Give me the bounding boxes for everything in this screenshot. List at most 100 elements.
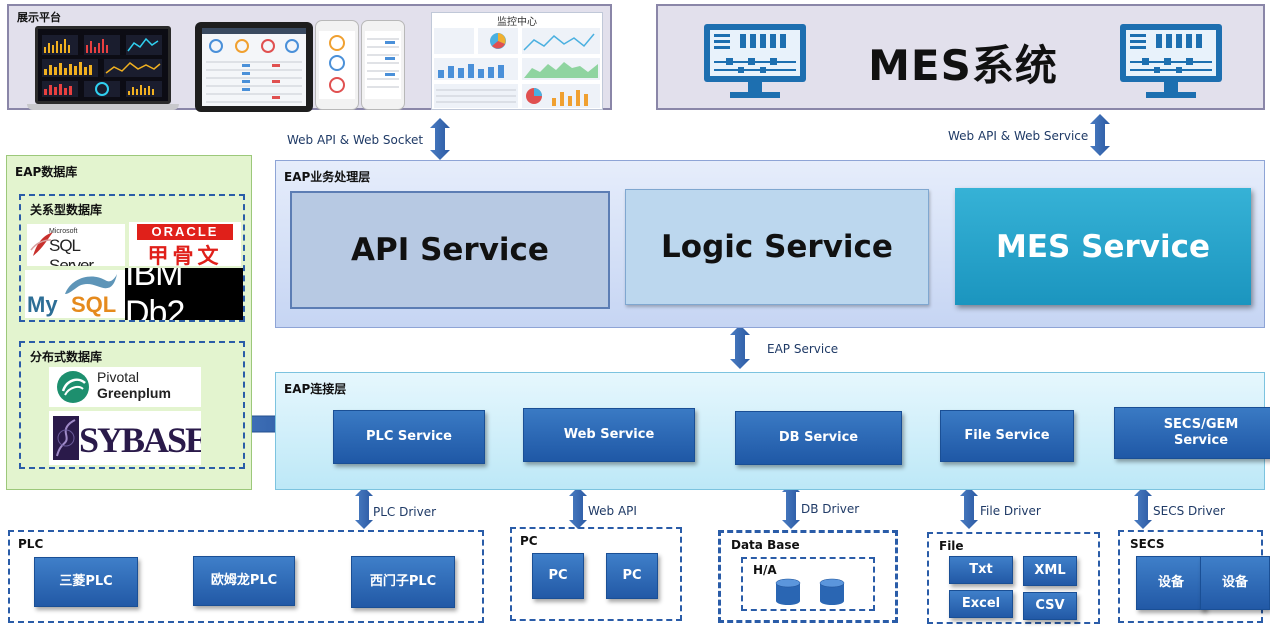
pc-group-title: PC	[520, 534, 538, 548]
phone-list-image	[361, 20, 405, 110]
arrow-file-driver	[960, 487, 978, 529]
secs-gem-service-label: SECS/GEM Service	[1163, 417, 1239, 448]
secs-equipment-1-label: 设备	[1157, 575, 1184, 590]
ibm-db2-label: IBM Db2	[125, 268, 185, 320]
connection-layer-label: EAP连接层	[284, 382, 347, 396]
sql-server-small-label: Microsoft	[49, 228, 78, 235]
logic-service-box: Logic Service	[625, 189, 929, 305]
api-service-box: API Service	[290, 191, 610, 309]
computer-monitor-icon	[704, 24, 806, 98]
file-device-group: File Txt XML Excel CSV	[927, 532, 1100, 624]
connector-label-web-api: Web API	[588, 504, 637, 518]
db-service-label: DB Service	[778, 430, 859, 445]
plc-group-title: PLC	[18, 537, 44, 551]
arrow-business-to-connection	[730, 325, 750, 369]
mitsubishi-plc-button[interactable]: 三菱PLC	[34, 557, 138, 607]
xml-file-button[interactable]: XML	[1023, 556, 1077, 586]
ibm-db2-logo: IBM Db2	[125, 268, 243, 320]
logic-service-label: Logic Service	[661, 229, 893, 265]
distributed-db-title: 分布式数据库	[30, 350, 103, 364]
eap-connection-layer: EAP业务处理层 EAP连接层 PLC Service Web Service …	[275, 372, 1270, 490]
plc-device-group: PLC 三菱PLC 欧姆龙PLC 西门子PLC	[8, 530, 484, 623]
arrow-plc-driver	[355, 487, 373, 529]
monitor-center-image: 监控中心	[431, 12, 603, 110]
connector-label-file-driver: File Driver	[980, 504, 1041, 518]
arrow-mes-to-business	[1090, 114, 1110, 156]
sql-server-label: SQL Server	[49, 236, 94, 266]
ha-cluster-group: H/A	[741, 557, 875, 611]
pc-device-group: PC PC PC	[510, 527, 682, 621]
file-group-title: File	[939, 539, 964, 553]
txt-label: Txt	[969, 562, 993, 577]
laptop-dashboard-image	[27, 26, 179, 112]
secs-group-title: SECS	[1130, 537, 1165, 551]
pivotal-label: Pivotal	[97, 369, 140, 385]
xml-label: XML	[1034, 563, 1066, 578]
omron-plc-label: 欧姆龙PLC	[210, 573, 278, 588]
arrow-db-driver	[782, 483, 800, 529]
omron-plc-button[interactable]: 欧姆龙PLC	[193, 556, 295, 606]
csv-label: CSV	[1035, 598, 1065, 613]
phone-dashboard-image	[315, 20, 359, 110]
csv-file-button[interactable]: CSV	[1023, 592, 1077, 620]
oracle-cn-label: 甲骨文	[147, 244, 223, 266]
connector-label-secs-driver: SECS Driver	[1153, 504, 1225, 518]
greenplum-label: Greenplum	[97, 385, 171, 401]
txt-file-button[interactable]: Txt	[949, 556, 1013, 584]
secs-equipment-2-label: 设备	[1221, 575, 1248, 590]
oracle-logo: ORACLE 甲骨文	[129, 222, 241, 266]
secs-equipment-button-2[interactable]: 设备	[1200, 556, 1270, 610]
computer-monitor-icon	[1120, 24, 1222, 98]
arrow-display-to-business	[430, 118, 450, 160]
mes-service-label: MES Service	[995, 228, 1211, 265]
web-service-label: Web Service	[563, 427, 655, 442]
connector-label-db-driver: DB Driver	[801, 502, 860, 516]
mes-service-box: MES Service	[955, 188, 1251, 305]
connector-label-web-api-socket: Web API & Web Socket	[287, 133, 424, 147]
pc-button-1[interactable]: PC	[532, 553, 584, 599]
database-group-title: Data Base	[731, 538, 800, 552]
plc-service-button[interactable]: PLC Service	[333, 410, 485, 464]
database-cylinder-icon	[775, 578, 801, 605]
arrow-web-api	[569, 487, 587, 529]
mysql-my-label: My	[27, 292, 58, 317]
file-service-button[interactable]: File Service	[940, 410, 1074, 462]
display-platform-title: 展示平台	[17, 11, 61, 24]
plc-service-label: PLC Service	[366, 429, 452, 444]
arrow-secs-driver	[1134, 487, 1152, 529]
mes-system-title: MES系统	[868, 41, 1058, 90]
mysql-logo: My SQL	[25, 270, 125, 318]
pc-button-2[interactable]: PC	[606, 553, 658, 599]
monitor-center-title: 监控中心	[497, 17, 537, 28]
sql-server-logo: Microsoft SQL Server	[27, 224, 125, 266]
secs-equipment-button-1[interactable]: 设备	[1136, 556, 1206, 610]
secs-gem-service-button[interactable]: SECS/GEM Service	[1114, 407, 1270, 459]
greenplum-logo: Pivotal Greenplum	[49, 367, 201, 407]
database-device-group: Data Base H/A	[718, 530, 898, 623]
sybase-label: SYBASE	[79, 420, 201, 460]
display-platform-panel: 展示平台	[7, 4, 612, 112]
mysql-sql-label: SQL	[71, 292, 117, 317]
excel-file-button[interactable]: Excel	[949, 590, 1013, 618]
eap-database-title: EAP数据库	[15, 165, 78, 179]
tablet-dashboard-image	[195, 22, 313, 112]
db-service-button[interactable]: DB Service	[735, 411, 902, 465]
siemens-plc-button[interactable]: 西门子PLC	[351, 556, 455, 608]
relational-db-group: 关系型数据库 Microsoft SQL Server ORACLE 甲骨文 M…	[19, 194, 245, 322]
secs-device-group: SECS 设备 设备	[1118, 530, 1270, 623]
sybase-logo: SYBASE	[49, 411, 201, 465]
connector-label-eap-service: EAP Service	[767, 342, 839, 356]
business-layer-title: EAP业务处理层	[284, 170, 371, 184]
mitsubishi-plc-label: 三菱PLC	[59, 574, 113, 589]
distributed-db-group: 分布式数据库 Pivotal Greenplum SYBASE	[19, 341, 245, 469]
eap-business-layer: EAP业务处理层 API Service Logic Service MES S…	[275, 160, 1265, 328]
relational-db-title: 关系型数据库	[30, 203, 103, 217]
pc-1-label: PC	[548, 568, 568, 583]
database-cylinder-icon	[819, 578, 845, 605]
pc-2-label: PC	[622, 568, 642, 583]
connector-label-web-api-service: Web API & Web Service	[948, 129, 1089, 143]
file-service-label: File Service	[964, 428, 1050, 443]
web-service-button[interactable]: Web Service	[523, 408, 695, 462]
mes-system-panel: MES系统	[656, 4, 1265, 110]
siemens-plc-label: 西门子PLC	[369, 574, 437, 589]
